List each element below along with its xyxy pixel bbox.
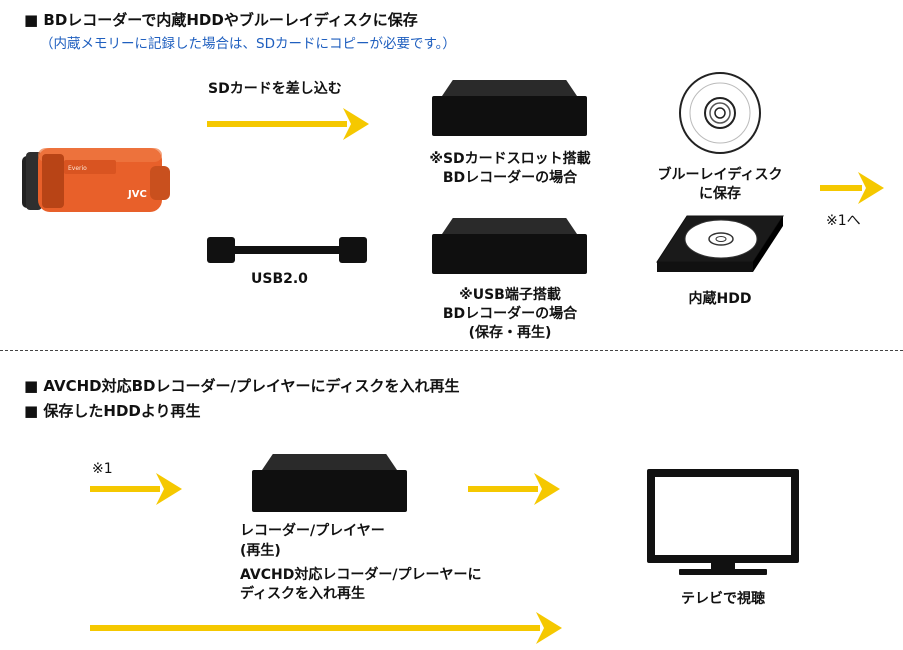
ref-in-label: ※1 (92, 461, 113, 477)
recorder-sd-line2: BDレコーダーの場合 (442, 170, 578, 186)
section1-heading: ■ BDレコーダーで内蔵HDDやブルーレイディスクに保存 (24, 11, 418, 29)
ref-out-arrow (820, 172, 884, 204)
bluray-line1: ブルーレイディスク (657, 167, 783, 183)
camcorder-brand: JVC (127, 189, 147, 200)
usb-cable-icon (207, 237, 367, 265)
player-icon (252, 470, 407, 512)
section2-heading2: ■ 保存したHDDより再生 (24, 402, 201, 420)
recorder-sd-line1: ※SDカードスロット搭載 (429, 151, 591, 167)
sd-arrow (207, 108, 369, 140)
player-top (262, 454, 397, 470)
usb-label: USB2.0 (251, 271, 308, 287)
tv-icon (645, 467, 801, 579)
recorder-sd-top (442, 80, 577, 96)
section-divider (0, 350, 903, 351)
recorder-usb-line3: (保存・再生) (468, 325, 552, 341)
ref-in-arrow (90, 473, 182, 505)
disc-icon (678, 71, 762, 155)
recorder-usb-icon (432, 234, 587, 274)
camcorder-icon: Everio JVC (22, 142, 172, 216)
ref-out-label: ※1へ (826, 213, 861, 229)
section2-heading1: ■ AVCHD対応BDレコーダー/プレイヤーにディスクを入れ再生 (24, 377, 460, 395)
hdd-label: 内蔵HDD (688, 291, 752, 307)
bluray-line2: に保存 (699, 186, 741, 202)
to-tv-arrow (468, 473, 560, 505)
recorder-usb-line1: ※USB端子搭載 (459, 287, 561, 303)
sd-path-label: SDカードを差し込む (208, 81, 342, 97)
direct-to-tv-arrow (90, 612, 562, 644)
player-line1: レコーダー/プレイヤー (240, 523, 385, 539)
section1-note: （内蔵メモリーに記録した場合は、SDカードにコピーが必要です。） (40, 36, 456, 52)
recorder-sd-icon (432, 96, 587, 136)
player-line3: AVCHD対応レコーダー/プレーヤーに (240, 567, 482, 583)
svg-text:Everio: Everio (68, 165, 87, 172)
player-line4: ディスクを入れ再生 (240, 586, 366, 602)
recorder-usb-top (442, 218, 577, 234)
player-line2: (再生) (240, 543, 281, 559)
recorder-usb-line2: BDレコーダーの場合 (442, 306, 578, 322)
tv-label: テレビで視聴 (681, 591, 765, 607)
hdd-icon (655, 214, 785, 276)
